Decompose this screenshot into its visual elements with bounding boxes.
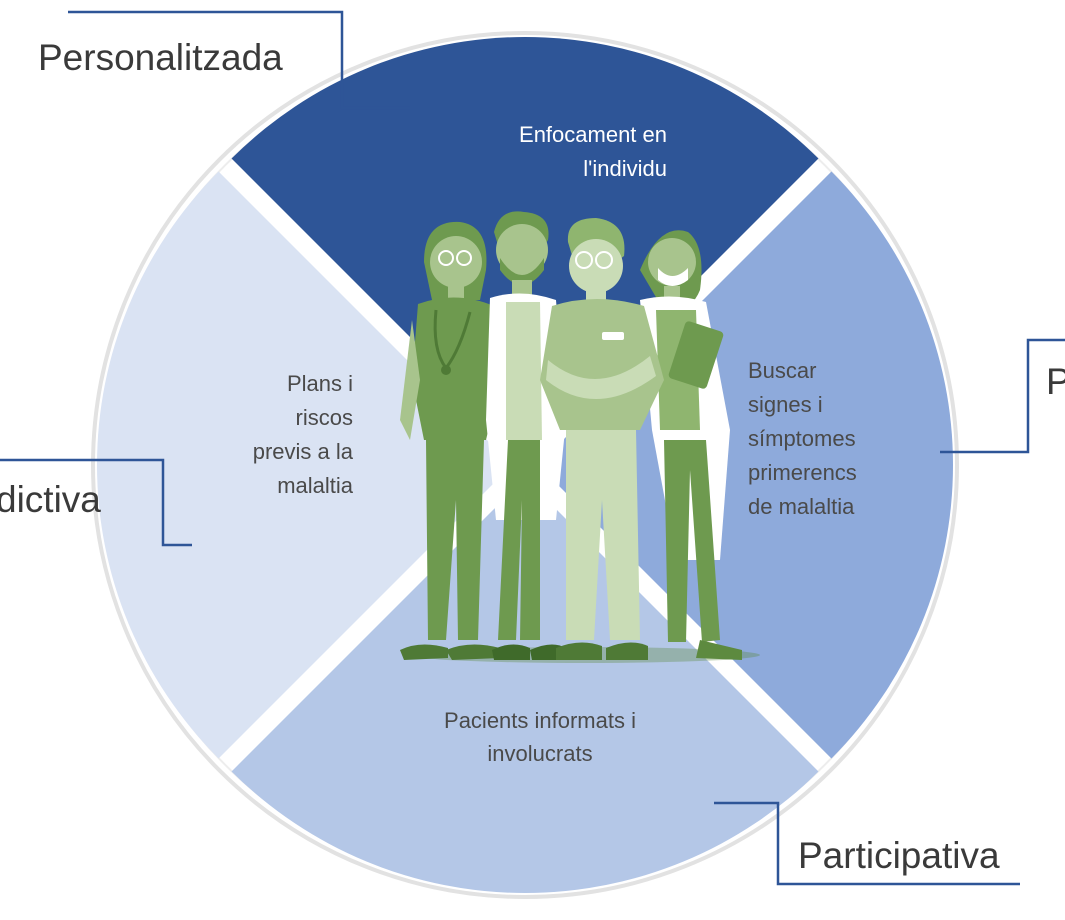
segment-bottom-line: involucrats [487,741,592,766]
segment-right [538,171,953,759]
segment-bottom [231,478,819,894]
label-personalitzada: Personalitzada [38,37,283,78]
connectors [0,10,1065,886]
label-predictiva: dictiva [0,479,101,520]
figure-woman-stethoscope [400,221,500,660]
segment-left [97,171,512,759]
segment-right-line: símptomes [748,426,856,451]
segment-bottom-text: Pacients informats i involucrats [444,708,636,766]
label-participativa: Participativa [798,835,1000,876]
segment-top-text: Enfocament en l'individu [519,122,667,181]
medical-team-illustration [400,211,760,663]
figure-woman-mask [640,230,742,660]
segment-left-line: previs a la [253,439,354,464]
segment-right-line: signes i [748,392,823,417]
segment-bottom-line: Pacients informats i [444,708,636,733]
segment-left-line: malaltia [277,473,354,498]
connector-left [0,458,192,547]
connector-right [940,338,1065,454]
connector-top-left [68,10,410,110]
segment-left-line: Plans i [287,371,353,396]
segment-right-line: de malaltia [748,494,855,519]
segment-left-text: Plans i riscos previs a la malaltia [253,371,354,498]
segment-top-line: l'individu [583,156,667,181]
segment-top-line: Enfocament en [519,122,667,147]
segment-left-line: riscos [296,405,353,430]
segment-right-line: Buscar [748,358,816,383]
figure-man-scrubs [540,218,664,660]
segment-right-text: Buscar signes i símptomes primerencs de mala… [748,358,857,519]
label-preventiva: P [1046,361,1065,402]
segment-right-line: primerencs [748,460,857,485]
connector-bottom-right [714,801,1020,886]
